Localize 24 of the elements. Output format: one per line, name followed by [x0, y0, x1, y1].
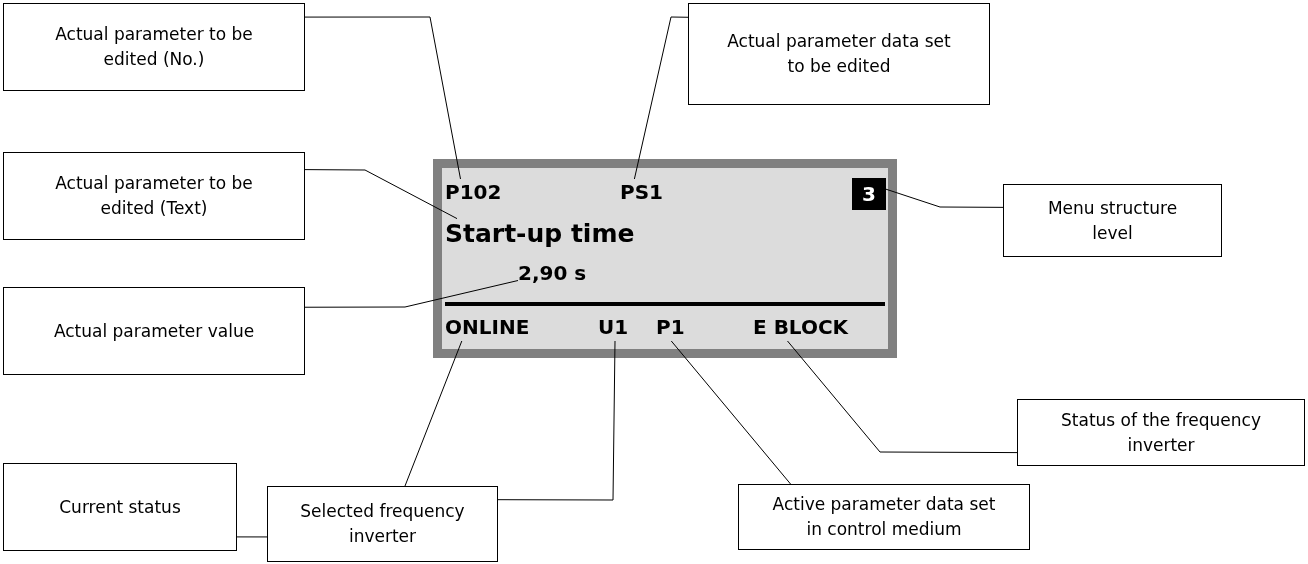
callout-box: Actual parameter value	[3, 287, 305, 375]
display-text: U1	[598, 313, 632, 341]
display-text: PS1	[620, 179, 668, 205]
display-text: P102	[445, 179, 507, 205]
callout-box: Actual parameter to be edited (Text)	[3, 152, 305, 240]
level-indicator: 3	[852, 178, 886, 210]
display-text: P1	[656, 313, 690, 341]
callout-box: Status of the frequency inverter	[1017, 399, 1305, 466]
callout-box: Current status	[3, 463, 237, 551]
callout-box: Actual parameter to be edited (No.)	[3, 3, 305, 91]
leader-line	[787, 340, 1018, 454]
leader-line	[304, 280, 519, 308]
lcd-display	[433, 159, 897, 358]
leader-line	[497, 340, 616, 501]
display-text: Start-up time	[445, 215, 645, 251]
leader-line	[670, 340, 792, 485]
display-text: E BLOCK	[753, 313, 868, 341]
callout-box: Menu structure level	[1003, 184, 1222, 257]
display-text: 2,90 s	[518, 258, 618, 288]
callout-box: Actual parameter data set to be edited	[688, 3, 990, 105]
callout-box: Selected frequency inverter	[267, 486, 498, 562]
callout-box: Active parameter data set in control medium	[738, 484, 1030, 550]
display-text: ONLINE	[445, 313, 557, 341]
leader-line	[304, 169, 458, 220]
